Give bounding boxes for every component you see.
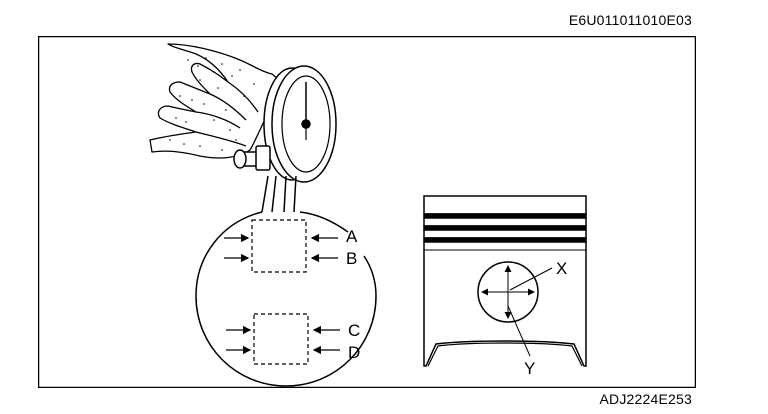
- label-a: A: [346, 227, 358, 246]
- document-code: E6U011011010E03: [568, 12, 692, 28]
- dial-gauge-icon: [233, 65, 337, 213]
- measurement-zones: [251, 219, 309, 365]
- label-x: X: [556, 259, 567, 278]
- label-c: C: [348, 321, 360, 340]
- label-d: D: [348, 343, 360, 362]
- pin-bore-arrows: [481, 265, 553, 357]
- figure-code: ADJ2224E253: [599, 391, 692, 407]
- piston-icon: [423, 195, 587, 367]
- label-b: B: [346, 249, 357, 268]
- measurement-arrows: [224, 233, 340, 355]
- cylinder-bore: [195, 211, 377, 387]
- label-y: Y: [524, 359, 535, 378]
- illustration-frame: A B C D X Y: [38, 36, 696, 388]
- hand-icon: [149, 43, 285, 159]
